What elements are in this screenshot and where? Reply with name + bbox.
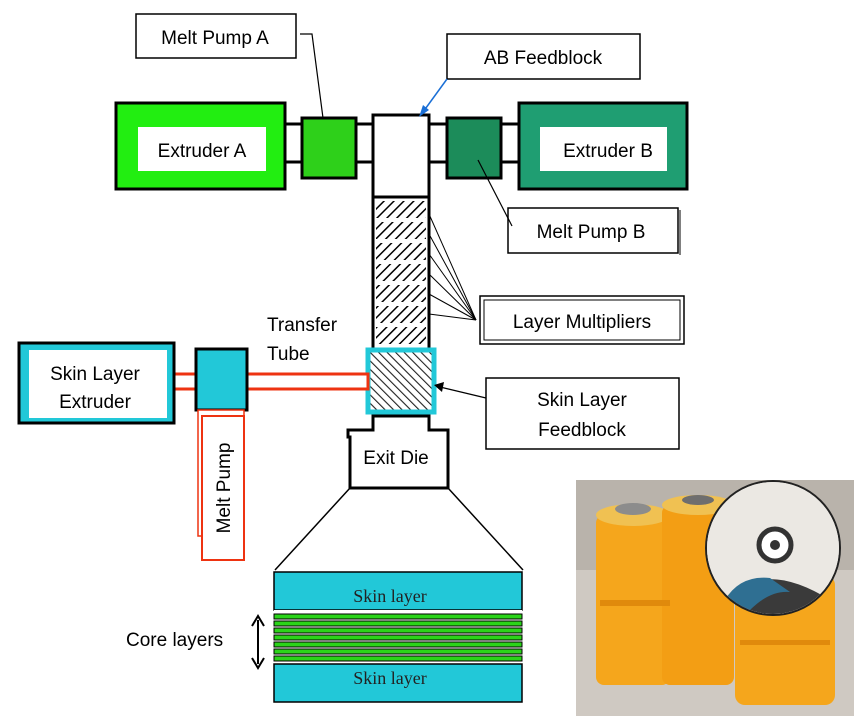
melt-pump-b-block <box>445 116 503 180</box>
skin-layer-extruder-label-2: Extruder <box>59 392 131 413</box>
film-rolls-photo <box>576 480 854 716</box>
ab-feedblock-block <box>371 113 431 199</box>
skin-layer-feedblock-callout: Skin Layer Feedblock <box>485 377 680 450</box>
connector-a1 <box>283 122 305 164</box>
transfer-tube-label-2: Tube <box>267 344 310 365</box>
melt-pump-a-label: Melt Pump A <box>161 28 269 49</box>
ab-feedblock-callout: AB Feedblock <box>446 33 641 80</box>
skin-layer-extruder-label-1: Skin Layer <box>50 364 140 385</box>
skin-layer-feedblock-block <box>365 347 437 415</box>
connector-a2 <box>354 122 376 164</box>
skin-layer-extruder: Skin Layer Extruder <box>17 341 176 425</box>
exit-die: Exit Die <box>346 414 450 490</box>
extruder-b: Extruder B <box>517 101 689 191</box>
film-cross-section: Skin layer Skin layer <box>273 571 523 703</box>
skin-layer-top-label: Skin layer <box>353 586 427 606</box>
transfer-tube <box>172 372 370 391</box>
layer-multipliers-callout: Layer Multipliers <box>479 295 685 345</box>
ab-feedblock-label: AB Feedblock <box>484 48 603 69</box>
extruder-b-label: Extruder B <box>563 141 653 162</box>
melt-pump-a-block <box>300 116 358 180</box>
melt-pump-b-callout: Melt Pump B <box>507 207 681 255</box>
connector-b1 <box>427 122 449 164</box>
core-layers-double-arrow <box>251 614 265 670</box>
layer-multipliers-label: Layer Multipliers <box>513 312 651 333</box>
melt-pump-a-callout: Melt Pump A <box>135 13 297 59</box>
die-expansion-line-left <box>274 487 351 571</box>
skin-layer-bottom-label: Skin layer <box>353 668 427 688</box>
extruder-a-label: Extruder A <box>158 141 247 162</box>
ab-feedblock-arrow <box>419 78 448 117</box>
skin-layer-feedblock-label-1: Skin Layer <box>537 390 627 411</box>
layer-multipliers-leaders <box>428 213 477 321</box>
skin-melt-pump-block <box>194 347 249 412</box>
melt-pump-b-label: Melt Pump B <box>537 222 646 243</box>
connector-b2 <box>499 122 521 164</box>
layer-multiplier-stack <box>371 195 431 352</box>
melt-pump-vertical-label: Melt Pump <box>214 443 235 534</box>
melt-pump-b-leader <box>477 159 513 227</box>
core-layers-label: Core layers <box>126 630 223 651</box>
skin-layer-feedblock-label-2: Feedblock <box>538 420 626 441</box>
melt-pump-a-leader <box>300 33 324 119</box>
melt-pump-vertical-box: Melt Pump <box>197 409 245 561</box>
skin-layer-feedblock-arrow <box>434 382 487 399</box>
die-expansion-line-right <box>447 487 524 571</box>
exit-die-label: Exit Die <box>363 448 428 469</box>
extruder-a: Extruder A <box>114 101 287 191</box>
transfer-tube-label-1: Transfer <box>267 315 338 336</box>
